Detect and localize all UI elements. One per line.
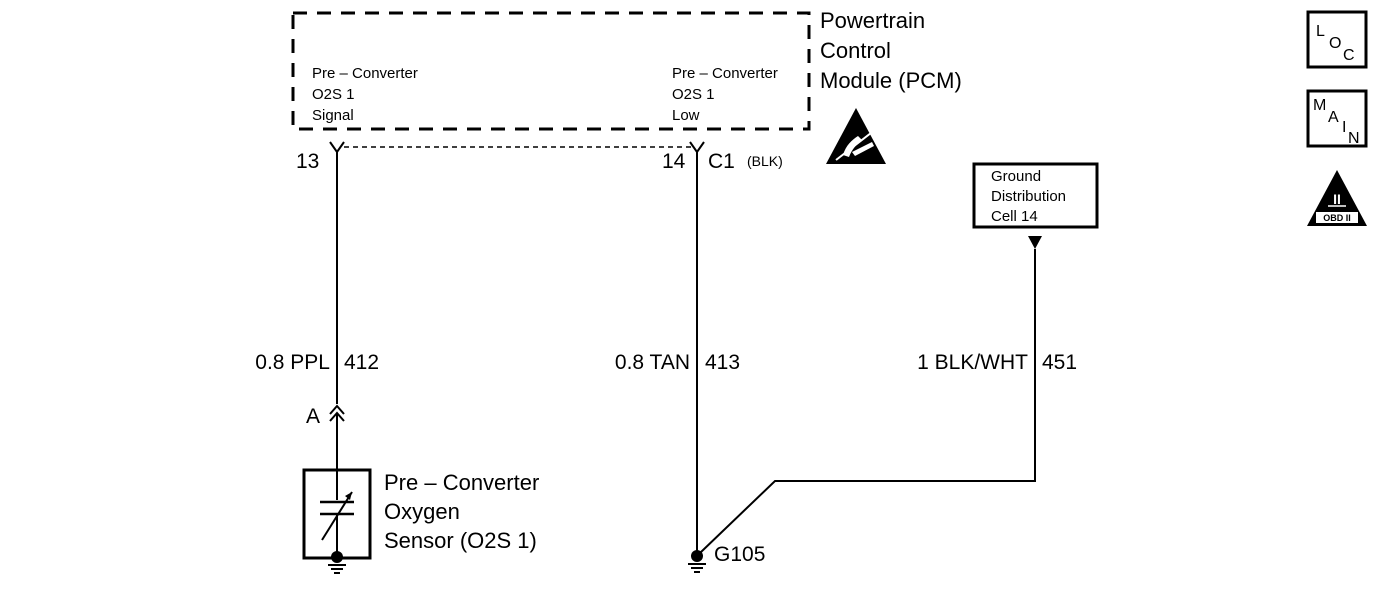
obd-mark: II [1333, 191, 1341, 207]
pcm-title-line-2: Control [820, 38, 891, 63]
pin-left-label-line-1: Pre – Converter [312, 65, 418, 82]
g105-label: G105 [714, 543, 765, 566]
main-icon: M A I N [1306, 89, 1368, 148]
loc-letter-2: O [1329, 35, 1341, 52]
ground-distribution-line-1: Ground [991, 168, 1041, 185]
loc-letter-3: C [1343, 47, 1355, 64]
pin-right-label-line-1: Pre – Converter [672, 65, 778, 82]
wire-412: 0.8 PPL 412 A [255, 152, 379, 470]
wire-451-circuit: 451 [1042, 351, 1077, 374]
connector-c1: 13 14 C1 (BLK) [296, 141, 783, 173]
main-letter-2: A [1328, 109, 1339, 126]
pcm-title-line-3: Module (PCM) [820, 68, 962, 93]
obd-ii-icon: II OBD II [1307, 170, 1367, 226]
ground-distribution-line-3: Cell 14 [991, 208, 1038, 225]
main-letter-4: N [1348, 130, 1360, 147]
pin-left-label-line-2: O2S 1 [312, 86, 355, 103]
pin-left-label-line-3: Signal [312, 107, 354, 124]
loc-letter-1: L [1316, 23, 1325, 40]
ground-distribution-arrow-icon [1028, 236, 1042, 249]
loc-icon: L O C [1306, 10, 1368, 69]
pin-right-label-line-3: Low [672, 107, 700, 124]
wire-451: 1 BLK/WHT 451 [700, 249, 1077, 553]
pin-14-terminal [689, 141, 705, 154]
pcm-module: Powertrain Control Module (PCM) Pre – Co… [291, 8, 962, 131]
ground-g105: G105 [688, 543, 765, 573]
sensor-ground-node [331, 551, 343, 563]
wire-451-gauge-color: 1 BLK/WHT [917, 351, 1028, 374]
connector-a-chevron-top [329, 404, 345, 415]
pin-right-label-line-2: O2S 1 [672, 86, 715, 103]
sensor-label-line-3: Sensor (O2S 1) [384, 528, 537, 553]
pcm-box [291, 11, 811, 131]
pin-13-number: 13 [296, 150, 319, 173]
connector-id: C1 [708, 150, 735, 173]
wire-413-gauge-color: 0.8 TAN [615, 351, 690, 374]
pin-13-terminal [329, 141, 345, 154]
connector-color: (BLK) [747, 153, 783, 169]
connector-a-chevron-bottom [329, 411, 345, 422]
sensor-label-line-1: Pre – Converter [384, 470, 539, 495]
sensor-label-line-2: Oxygen [384, 499, 460, 524]
sensor-connector-label: A [306, 405, 320, 428]
wire-412-circuit: 412 [344, 351, 379, 374]
wire-413-circuit: 413 [705, 351, 740, 374]
ground-distribution-box: Ground Distribution Cell 14 [972, 162, 1099, 249]
pin-14-number: 14 [662, 150, 686, 173]
esd-sensitive-icon [826, 108, 886, 164]
obd-label: OBD II [1323, 213, 1351, 223]
ground-distribution-line-2: Distribution [991, 188, 1066, 205]
main-letter-3: I [1342, 119, 1346, 136]
sensor-ground-icon [328, 564, 346, 574]
wire-412-gauge-color: 0.8 PPL [255, 351, 330, 374]
g105-node [691, 550, 703, 562]
main-letter-1: M [1313, 97, 1326, 114]
g105-ground-icon [688, 563, 706, 573]
wire-413: 0.8 TAN 413 [615, 152, 740, 552]
oxygen-sensor: Pre – Converter Oxygen Sensor (O2S 1) [302, 468, 539, 574]
pcm-title-line-1: Powertrain [820, 8, 925, 33]
